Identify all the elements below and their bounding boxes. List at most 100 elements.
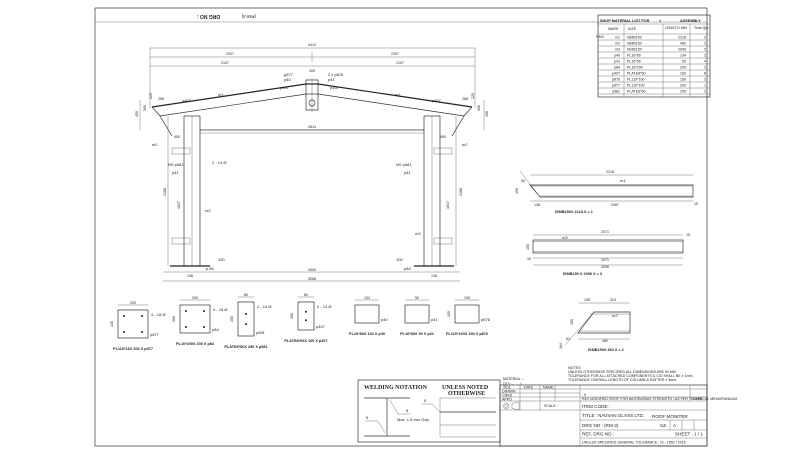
sheet-number: SHEET : 1 / 1 (675, 432, 703, 437)
dim-eave-inner-right: 300 (477, 105, 481, 111)
detail-width: 100 (464, 296, 470, 300)
material-cell: 2 (704, 90, 706, 94)
label-base-dim-left: 100 (218, 257, 225, 262)
dim-inner-left: 2107 (221, 61, 229, 65)
dim-eave-depth-left: 450 (135, 111, 139, 117)
weld-leader (365, 420, 386, 434)
label-apex-p40: p40 (284, 77, 291, 82)
material-cell: m2 (615, 42, 620, 46)
label-apex-p876: 2 x p876 (328, 72, 344, 77)
detail-height: 250 (230, 316, 234, 322)
detail-caption: PLATE8*60X 160 X p407 (284, 339, 327, 343)
ref-drg-label: REF. DRG NO : (582, 432, 614, 437)
bolt-hole (245, 323, 247, 326)
material-cell: 2 (704, 54, 706, 58)
detail-mark: p581 (256, 330, 266, 335)
header-size: SIZE (628, 27, 637, 31)
cleat-plate (433, 237, 453, 245)
material-cell: 2 (704, 78, 706, 82)
material-prefix: RM3 (596, 35, 604, 39)
material-cell: 200 (680, 66, 686, 70)
detail-width: 50 (415, 296, 419, 300)
material-cell: 460 (680, 42, 686, 46)
label-col-right: m3 (415, 231, 421, 236)
note-1: UNLESS OTHERWISE SPECIFIED ALL DIMENSION… (568, 370, 677, 374)
cleat-plate (171, 147, 191, 155)
detail-note: 2 - 14 Ø (317, 304, 331, 309)
client-name: NAVSAN GLASS LTD. (598, 413, 644, 418)
weld-sym-b: 5 (366, 415, 369, 420)
part-m2-height: 150 (570, 319, 574, 325)
material-cell: p876 (612, 78, 620, 82)
material-cell: PLATE8*60 (627, 90, 646, 94)
label-bolt-ref-left: NS p581 (168, 162, 184, 167)
detail-note: 2 - 14 Ø (257, 304, 271, 309)
knee-right (451, 115, 465, 137)
material-cell: 2 (704, 66, 706, 70)
label-apex-p407-right: p407 (330, 85, 340, 90)
part-m1-length: 2218 (606, 170, 614, 174)
material-label: MATERIAL :- (503, 377, 525, 381)
projection-symbol-cone (511, 401, 520, 411)
detail-mark: p876 (481, 317, 491, 322)
label-bolt-right: p41 (404, 170, 411, 175)
welding-title: WELDING NOTATION (364, 385, 428, 391)
material-cell: p41 (614, 60, 620, 64)
plate-outline (454, 304, 480, 324)
name-label: NAME (543, 386, 554, 390)
part-m1-sub: 2087 (611, 203, 619, 207)
weld-leader (389, 399, 410, 415)
part-m3-length: 2071 (601, 230, 609, 234)
material-cell: PL110*100 (627, 78, 645, 82)
bolt-hole (123, 315, 125, 317)
dim-base-inner: 2600 (308, 268, 316, 272)
label-col-left: m3 (205, 208, 211, 213)
dim-base-left: 136 (187, 274, 193, 278)
plate-outline (179, 304, 211, 334)
material-cell: p581 (612, 90, 620, 94)
dim-offset-right: 268 (462, 97, 468, 101)
header-length: LENGTH MM (665, 26, 687, 30)
part-m1-k: 54 (521, 179, 525, 183)
plate-outline (237, 301, 255, 337)
tb-drg-no: (RM-3) (604, 423, 619, 428)
plate-outline (117, 309, 149, 339)
material-cell: p84 (614, 66, 620, 70)
label-base-right: p84 (404, 266, 411, 271)
dim-offset-left: 268 (158, 97, 164, 101)
detail-height: 200 (172, 316, 176, 322)
bolt-hole (305, 319, 307, 322)
material-cell: 1 (704, 84, 706, 88)
welding-notation-box: WELDING NOTATION UNLESS NOTED OTHERWISE … (357, 379, 501, 443)
year: 2011 (503, 386, 511, 390)
material-cell: 2 (704, 36, 706, 40)
part-m3-beam (532, 239, 684, 254)
weld-sym-a: 5 (406, 408, 409, 413)
label-rafter-left: m1 (218, 92, 224, 97)
label-base-left: p 84 (206, 266, 215, 271)
dim-col-mid-left: 1047 (177, 201, 181, 209)
note-3: TOLERANCE OVERALL LENGTH OF COLUMN & RAF… (568, 378, 677, 382)
bolt-hole (123, 331, 125, 333)
knee-left (159, 115, 173, 137)
material-cell: 50 (682, 60, 686, 64)
bolt-hole (141, 331, 143, 333)
note-2: TOLERANCE FOR ALL ATTACHED COMPONENTS & … (568, 374, 694, 378)
label-eave-p407-right: p407 (432, 98, 442, 103)
bolt-hole (185, 326, 187, 328)
part-m1-end: 136 (534, 203, 540, 207)
part-m1-tail: 15 (694, 202, 698, 206)
detail-width: 60 (304, 293, 308, 297)
material-cell: PL16*50 (627, 60, 641, 64)
part-m3-caption: ISMB150 X 2096 X = 3 (563, 272, 602, 276)
part-m3-end-right: 15 (686, 233, 690, 237)
bolt-hole (245, 312, 247, 315)
bolt-hole (203, 310, 205, 312)
dim-eave-rise-left: 225 (149, 93, 153, 99)
part-m2-beam (577, 311, 631, 334)
detail-mark: p877 (150, 332, 160, 337)
